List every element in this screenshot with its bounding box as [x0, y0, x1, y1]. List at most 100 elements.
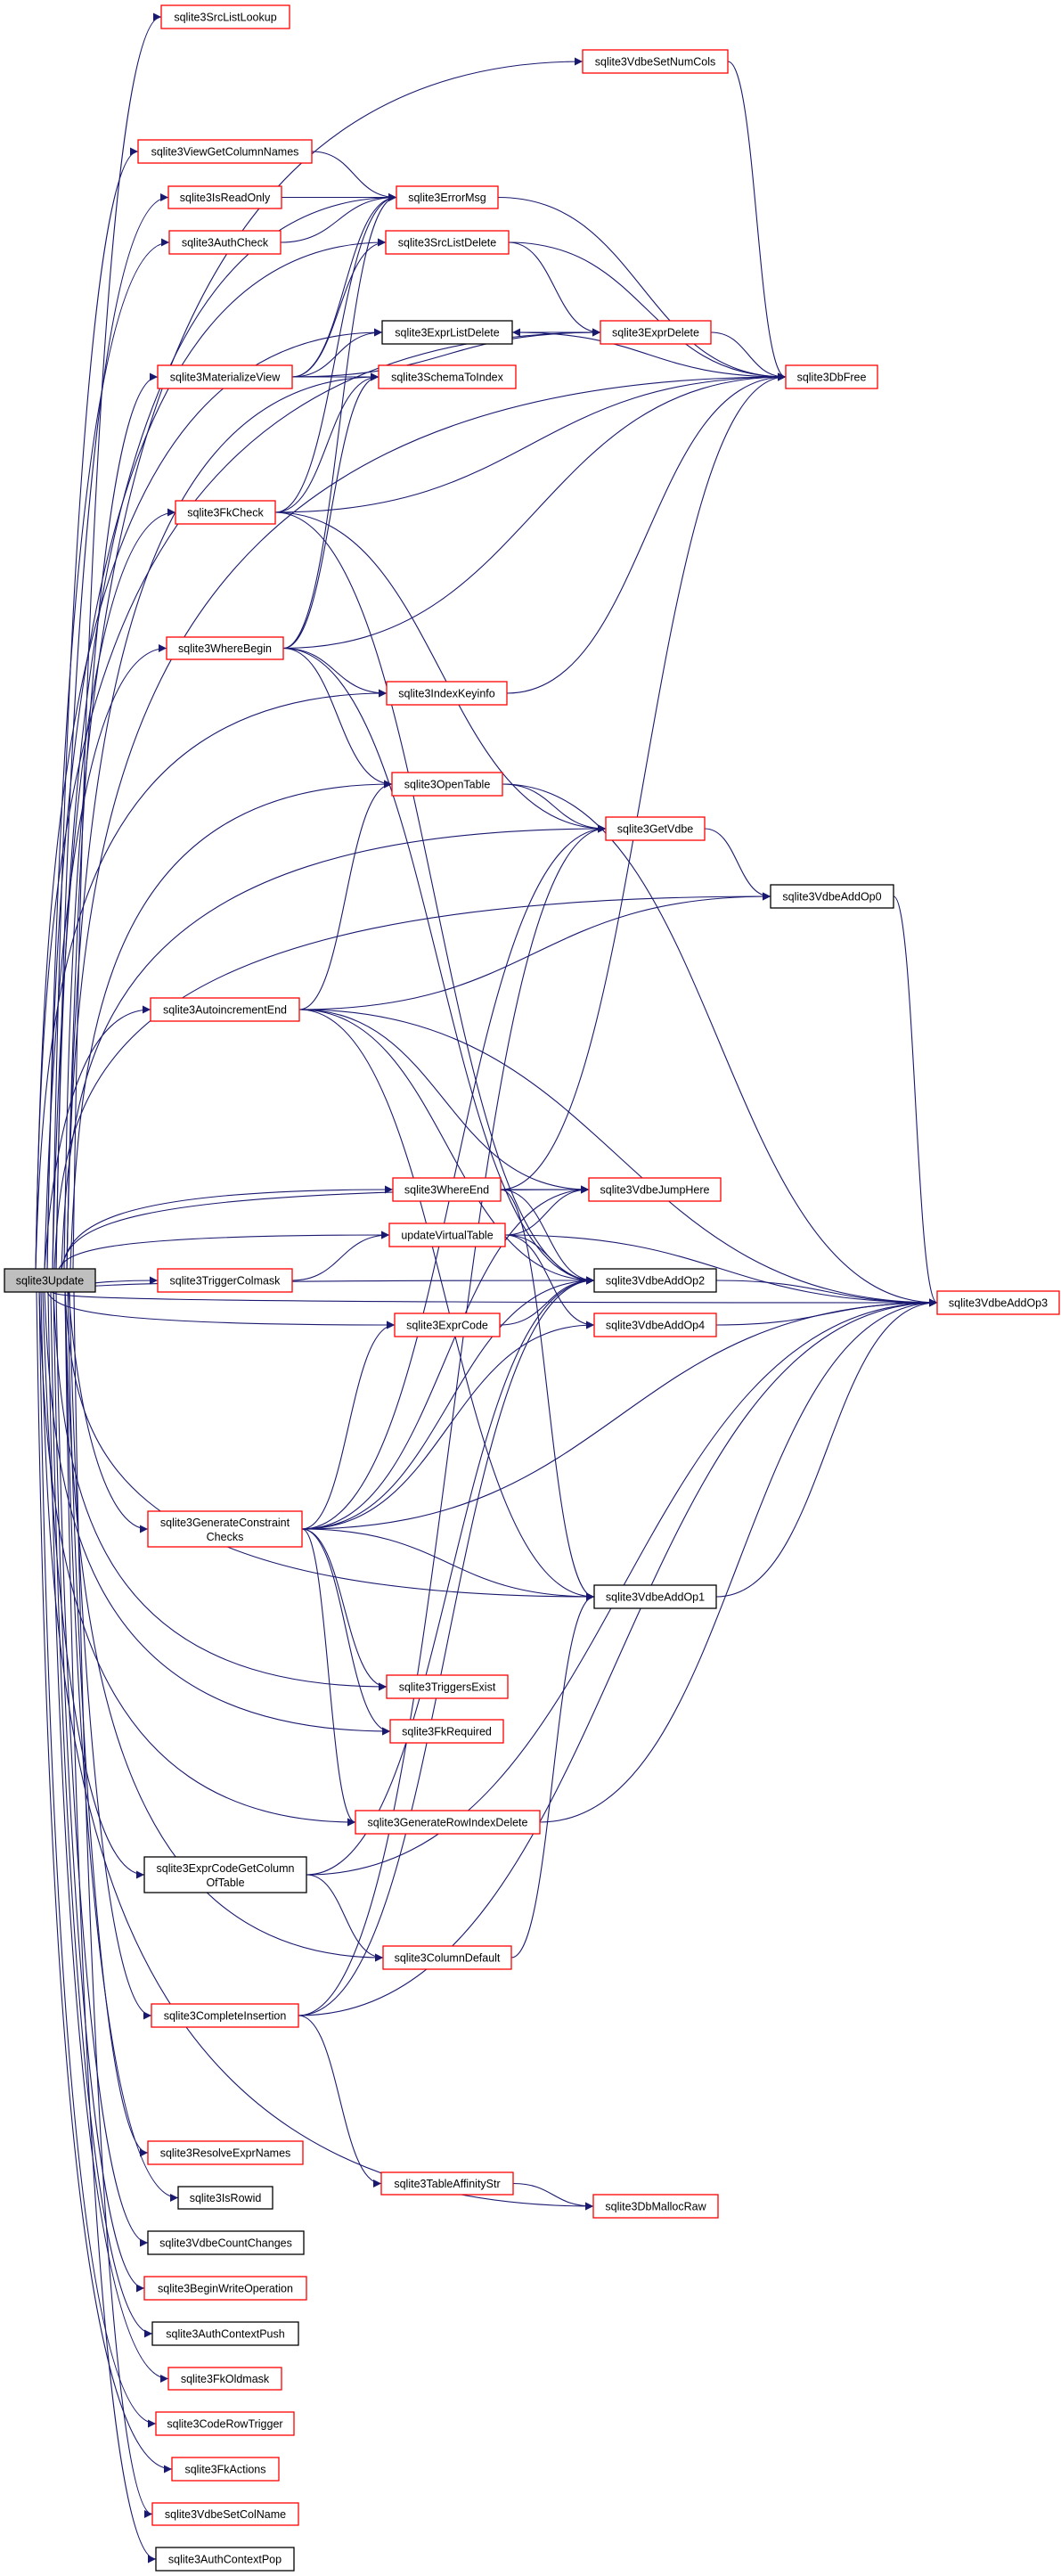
node-label: sqlite3GenerateRowIndexDelete [368, 1817, 528, 1829]
edge-fk-check-to-get-vdbe [274, 511, 607, 833]
edge-fk-check-to-db-free [274, 372, 787, 513]
edge-fk-check-to-error-msg [274, 193, 397, 513]
node-label: sqlite3Update [16, 1275, 84, 1288]
edge-update-to-vdbe-set-num-cols [63, 57, 584, 1270]
node-box [388, 1223, 506, 1247]
node-label: sqlite3AuthContextPop [168, 2554, 282, 2566]
edge-column-default-to-vdbe-add-op1 [510, 1592, 595, 1959]
node-expr-delete[interactable]: sqlite3ExprDelete [600, 320, 712, 345]
node-label: sqlite3ExprDelete [612, 327, 699, 339]
node-auth-check[interactable]: sqlite3AuthCheck [168, 230, 282, 255]
node-index-keyinfo[interactable]: sqlite3IndexKeyinfo [386, 681, 508, 706]
node-box [151, 2321, 299, 2346]
edge-materialize-view-to-src-list-delete [291, 238, 387, 378]
node-src-list-delete[interactable]: sqlite3SrcListDelete [385, 230, 510, 255]
edges-layer [35, 12, 938, 2564]
node-box [381, 320, 513, 345]
node-triggers-exist[interactable]: sqlite3TriggersExist [386, 1674, 509, 1699]
edge-update-to-where-begin [44, 644, 167, 1270]
node-column-default[interactable]: sqlite3ColumnDefault [382, 1945, 512, 1970]
node-vdbe-add-op0: sqlite3VdbeAddOp0 [770, 884, 894, 909]
node-label: sqlite3AuthContextPush [166, 2328, 284, 2341]
node-label: sqlite3ExprCode [406, 1320, 488, 1332]
node-get-vdbe[interactable]: sqlite3GetVdbe [605, 816, 706, 841]
edge-where-end-to-vdbe-add-op2 [500, 1189, 595, 1285]
node-label: sqlite3AuthCheck [182, 237, 269, 249]
edge-expr-code-get-column-of-table-to-column-default [306, 1874, 384, 1962]
node-error-msg[interactable]: sqlite3ErrorMsg [396, 185, 499, 209]
edge-update-to-fk-check [52, 508, 176, 1270]
node-src-list-lookup[interactable]: sqlite3SrcListLookup [160, 4, 290, 29]
node-materialize-view[interactable]: sqlite3MaterializeView [157, 364, 293, 389]
node-code-row-trigger[interactable]: sqlite3CodeRowTrigger [155, 2411, 295, 2436]
node-vdbe-add-op4[interactable]: sqlite3VdbeAddOp4 [593, 1313, 717, 1337]
node-vdbe-add-op3[interactable]: sqlite3VdbeAddOp3 [936, 1290, 1060, 1315]
edge-complete-insertion-to-vdbe-add-op3 [298, 1298, 938, 2016]
node-open-table[interactable]: sqlite3OpenTable [391, 772, 503, 797]
edge-update-to-expr-code [46, 1291, 396, 1329]
node-vdbe-jump-here[interactable]: sqlite3VdbeJumpHere [588, 1177, 722, 1202]
node-view-get-column-names[interactable]: sqlite3ViewGetColumnNames [137, 139, 313, 164]
node-update-virtual-table[interactable]: updateVirtualTable [388, 1223, 506, 1247]
edge-complete-insertion-to-vdbe-add-op2 [298, 1276, 595, 2016]
node-generate-row-index-delete[interactable]: sqlite3GenerateRowIndexDelete [355, 1810, 541, 1835]
node-box [385, 230, 510, 255]
edge-fk-check-to-schema-to-index [274, 372, 380, 513]
node-label: sqlite3VdbeAddOp4 [606, 1320, 705, 1332]
node-where-end[interactable]: sqlite3WhereEnd [392, 1177, 502, 1202]
edge-src-list-delete-to-expr-delete [508, 241, 601, 337]
node-box [785, 364, 878, 389]
node-box [151, 2502, 299, 2526]
node-db-malloc-raw[interactable]: sqlite3DbMallocRaw [592, 2194, 719, 2219]
edge-update-to-update-virtual-table [58, 1231, 390, 1270]
edge-get-vdbe-to-vdbe-add-op0 [704, 828, 771, 901]
edge-generate-constraint-checks-to-vdbe-add-op4 [301, 1321, 595, 1530]
node-label: sqlite3ExprListDelete [395, 327, 499, 339]
edge-update-to-auth-context-push [50, 1291, 153, 2338]
node-where-begin[interactable]: sqlite3WhereBegin [166, 636, 284, 660]
node-begin-write-operation[interactable]: sqlite3BeginWriteOperation [143, 2276, 307, 2301]
node-box [391, 772, 503, 797]
edge-update-to-generate-constraint-checks [68, 1291, 149, 1533]
node-is-read-only[interactable]: sqlite3IsReadOnly [167, 185, 282, 209]
node-label: sqlite3VdbeAddOp2 [606, 1275, 705, 1288]
edge-update-to-fk-actions [36, 1291, 173, 2474]
edge-autoincrement-end-to-vdbe-add-op2 [298, 1009, 595, 1285]
node-db-free[interactable]: sqlite3DbFree [785, 364, 878, 389]
node-complete-insertion[interactable]: sqlite3CompleteInsertion [151, 2003, 299, 2028]
node-label: sqlite3GenerateConstraint [160, 1517, 290, 1529]
node-box [175, 500, 276, 525]
edge-where-begin-to-open-table [282, 647, 393, 789]
edge-auth-check-to-error-msg [280, 193, 397, 243]
edge-update-to-get-vdbe [61, 824, 607, 1270]
node-box [167, 2367, 282, 2391]
node-fk-check[interactable]: sqlite3FkCheck [175, 500, 276, 525]
node-expr-code[interactable]: sqlite3ExprCode [394, 1313, 501, 1337]
node-schema-to-index[interactable]: sqlite3SchemaToIndex [378, 364, 517, 389]
node-box [380, 2171, 514, 2196]
node-label: sqlite3ExprCodeGetColumn [157, 1862, 295, 1875]
node-fk-required[interactable]: sqlite3FkRequired [389, 1719, 504, 1744]
node-label: sqlite3VdbeSetColName [165, 2508, 286, 2521]
edge-update-to-src-list-delete [46, 238, 387, 1270]
edge-where-begin-to-error-msg [282, 193, 397, 650]
node-table-affinity-str[interactable]: sqlite3TableAffinityStr [380, 2171, 514, 2196]
node-trigger-colmask[interactable]: sqlite3TriggerColmask [157, 1268, 293, 1293]
node-fk-actions[interactable]: sqlite3FkActions [171, 2457, 280, 2482]
node-vdbe-set-num-cols[interactable]: sqlite3VdbeSetNumCols [582, 49, 729, 74]
node-resolve-expr-names[interactable]: sqlite3ResolveExprNames [147, 2140, 304, 2165]
node-autoincrement-end[interactable]: sqlite3AutoincrementEnd [150, 997, 300, 1022]
edge-table-affinity-str-to-db-malloc-raw [512, 2182, 594, 2211]
edge-view-get-column-names-to-error-msg [311, 151, 397, 201]
node-fk-oldmask[interactable]: sqlite3FkOldmask [167, 2367, 282, 2391]
node-label: sqlite3WhereEnd [404, 1184, 489, 1197]
edge-generate-constraint-checks-to-vdbe-add-op3 [301, 1298, 938, 1530]
node-label: sqlite3MaterializeView [170, 372, 281, 384]
node-label: sqlite3SrcListDelete [398, 237, 497, 249]
edge-update-to-is-rowid [64, 1291, 179, 2202]
node-label: sqlite3VdbeCountChanges [159, 2237, 292, 2250]
node-box [157, 364, 293, 389]
node-vdbe-set-col-name[interactable]: sqlite3VdbeSetColName [151, 2502, 299, 2526]
node-auth-context-push: sqlite3AuthContextPush [151, 2321, 299, 2346]
